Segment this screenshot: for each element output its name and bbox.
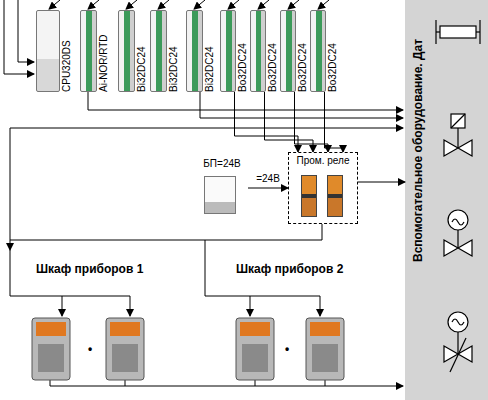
connector — [235, 92, 299, 152]
module-label: Bo32DC24 — [237, 43, 249, 92]
aux-panel — [405, 0, 488, 400]
plc-module: Bi32DC24 — [186, 10, 216, 92]
plc-module: Ai-NOR/RTD — [80, 10, 110, 92]
module-label: Ai-NOR/RTD — [98, 34, 110, 92]
plc-module: Bo32DC24 — [250, 10, 279, 92]
connector — [295, 92, 329, 152]
module-image — [80, 10, 97, 92]
plc-module: Bo32DC24 — [280, 10, 309, 92]
module-image — [36, 10, 60, 92]
module-label: Bo32DC24 — [327, 43, 339, 92]
plc-module: CPU320DS — [36, 10, 73, 92]
valve-symbols — [436, 20, 480, 372]
psu-label: БП=24В — [196, 158, 248, 170]
module-label: Bi32DC24 — [204, 46, 216, 92]
cabinet-heading: Шкаф приборов 2 — [236, 262, 343, 276]
edge-label: =24В — [255, 173, 281, 184]
psu-image — [204, 176, 236, 214]
plc-module: Bi32DC24 — [150, 10, 180, 92]
module-label: Bo32DC24 — [297, 43, 309, 92]
relay-label: Пром. реле — [289, 155, 357, 167]
connector — [325, 92, 344, 152]
module-image — [220, 10, 236, 92]
plc-module: Bo32DC24 — [310, 10, 339, 92]
connector — [265, 92, 314, 152]
module-label: Bo32DC24 — [267, 43, 279, 92]
aux-equipment-panel: Вспомогательное оборудование. Дат — [405, 0, 488, 400]
plc-module: Bo32DC24 — [220, 10, 249, 92]
plc-module: Bi32DC24 — [118, 10, 148, 92]
contactors — [32, 318, 344, 380]
module-image — [118, 10, 135, 92]
relay-image — [327, 175, 343, 217]
module-image — [280, 10, 296, 92]
separator-dot: • — [88, 342, 92, 356]
panel-title: Вспомогательное оборудование. Дат — [411, 39, 425, 262]
module-label: Bi32DC24 — [168, 46, 180, 92]
module-label: Bi32DC24 — [136, 46, 148, 92]
connector — [248, 188, 288, 189]
relay-image — [301, 175, 317, 217]
module-image — [250, 10, 266, 92]
relay-box: Пром. реле — [288, 152, 358, 224]
module-image — [310, 10, 326, 92]
power-supply: БП=24В — [196, 158, 248, 218]
connector — [358, 182, 405, 183]
module-label: CPU320DS — [61, 40, 73, 92]
module-image — [150, 10, 167, 92]
separator-dot: • — [285, 342, 289, 356]
wires — [4, 0, 403, 386]
cabinet-heading: Шкаф приборов 1 — [36, 262, 143, 276]
module-image — [186, 10, 203, 92]
